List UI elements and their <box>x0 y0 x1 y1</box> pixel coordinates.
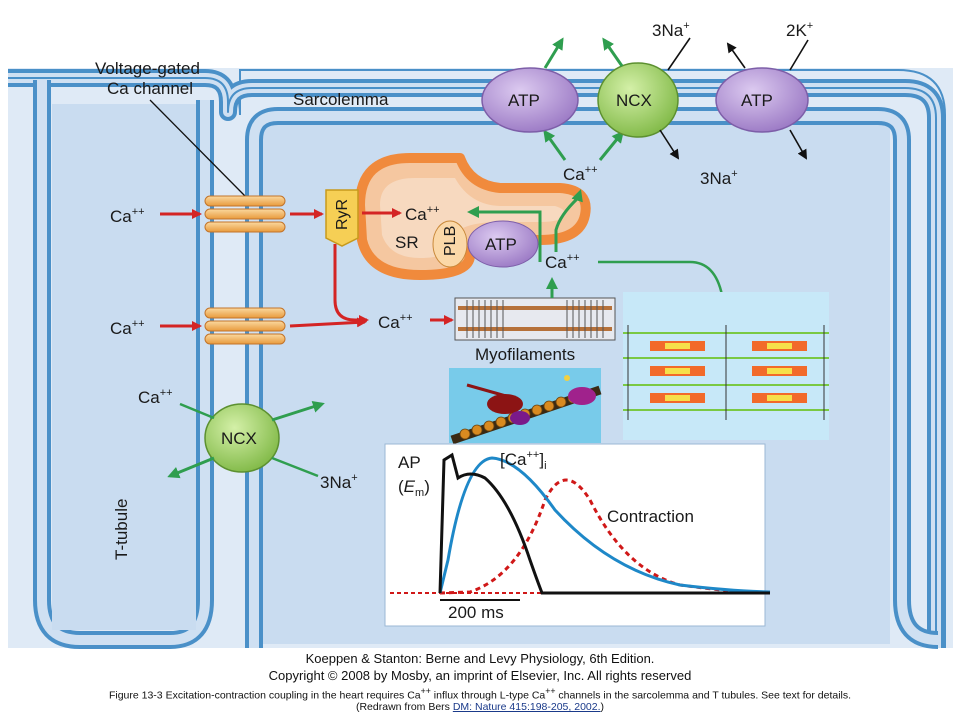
ncx-na-in-arrow <box>659 129 680 160</box>
nak-atp-label: ATP <box>741 91 773 110</box>
credit-line-book: Koeppen & Stanton: Berne and Levy Physio… <box>305 651 655 666</box>
ca-label-ncx-t-tubule: Ca++ <box>138 387 173 407</box>
ncx-t-tubule <box>204 403 280 473</box>
figure-caption-prefix: Figure 13-3 Excitation-contraction coupl… <box>108 689 421 702</box>
serca-atp-label: ATP <box>485 235 517 254</box>
nak-k-in-line <box>789 39 809 71</box>
sr-lumen <box>380 178 565 258</box>
ap-calcium-contraction-graph <box>384 443 771 627</box>
ca-to-ncx-top-arrow <box>598 130 624 161</box>
t-tubule-left-wall <box>33 80 214 649</box>
ca-label-cytosolic-pool: Ca++ <box>545 252 580 272</box>
pmca-out-arrow <box>543 37 564 69</box>
nak-atp <box>715 67 809 133</box>
membrane-double-line <box>8 69 945 648</box>
pmca-atp-label: ATP <box>508 91 540 110</box>
na-label-inside: 3Na+ <box>700 168 738 188</box>
ryr-label: RyR <box>334 199 351 230</box>
na-label-top: 3Na+ <box>652 20 690 40</box>
ncx-t-na-in-line <box>271 456 319 478</box>
credit-line-copyright: Copyright © 2008 by Mosby, an imprint of… <box>268 668 692 683</box>
sr-label: SR <box>395 233 419 252</box>
myofilaments-label: Myofilaments <box>475 345 575 364</box>
ncx-ca-out-arrow <box>602 37 624 67</box>
nak-na-out-arrow <box>726 42 746 69</box>
redrawn-suffix: ) <box>600 701 605 713</box>
ncx-t-ca-out-arrow <box>271 401 325 422</box>
ca-label-sr-release: Ca++ <box>405 204 440 224</box>
figure-caption-suffix: channels in the sarcolemma and T tubules… <box>555 689 852 702</box>
ncx-t-na-out-arrow <box>167 456 215 479</box>
calcium-transient-curve <box>438 456 771 594</box>
ncx-sarcolemma-label: NCX <box>616 91 652 110</box>
redrawn-citation: (Redrawn from Bers DM: Nature 415:198-20… <box>0 701 960 713</box>
myofilaments <box>454 297 616 341</box>
voltage-gated-pointer <box>149 99 246 197</box>
sarcolemma-label: Sarcolemma <box>293 90 389 109</box>
ca-label-entry-upper: Ca++ <box>110 206 145 226</box>
graph-contraction-label: Contraction <box>607 507 694 526</box>
ryr-receptor <box>325 189 359 247</box>
ca-pool-to-sarco-ca-arrow <box>554 189 583 252</box>
ca-pool-to-right-line <box>598 260 724 296</box>
inner-membrane <box>245 107 939 649</box>
serca-atp <box>467 220 539 268</box>
cytoplasm <box>52 104 196 630</box>
ca-channel-upper <box>204 195 286 233</box>
figure-caption-charge-1: ++ <box>420 686 431 696</box>
graph-scale-label: 200 ms <box>448 603 504 622</box>
voltage-gated-label-line2: Ca channel <box>107 79 193 98</box>
ca-to-pmca-arrow <box>543 129 567 161</box>
graph-em-label: (Em) <box>398 477 430 499</box>
voltage-gated-label-line1: Voltage-gated <box>95 59 200 78</box>
ca-label-sarcolemma-pumps: Ca++ <box>563 164 598 184</box>
plb-label: PLB <box>442 226 459 256</box>
pmca-atp <box>481 67 579 133</box>
contraction-curve <box>439 478 771 595</box>
ca-label-cytosol: Ca++ <box>378 312 413 332</box>
ncx-t-ca-in-line <box>179 402 215 420</box>
ca-arrow-lower-to-cytosol <box>289 317 367 328</box>
figure-caption-mid: influx through L-type Ca <box>430 689 546 702</box>
ncx-sarcolemma <box>597 62 679 138</box>
t-tubule-label: T-tubule <box>112 499 131 560</box>
nak-k-in-arrow <box>789 129 807 160</box>
graph-ca-label: [Ca++]i <box>500 449 547 472</box>
ryr-to-cytosol-arrow <box>333 244 369 325</box>
ncx-t-tubule-label: NCX <box>221 429 257 448</box>
na-label-t-tubule: 3Na+ <box>320 472 358 492</box>
actin-troponin-inset <box>449 368 602 445</box>
ncx-na-in-line <box>667 37 691 71</box>
action-potential-curve <box>438 452 770 595</box>
ca-label-entry-lower: Ca++ <box>110 318 145 338</box>
sarcomere-inset <box>623 292 829 440</box>
sr-uptake-arrow <box>467 206 542 262</box>
plb <box>432 220 468 268</box>
citation-link[interactable]: DM: Nature 415:198-205, 2002. <box>452 701 601 713</box>
graph-ap-label: AP <box>398 453 421 472</box>
ca-channel-lower <box>204 307 286 345</box>
figure-caption: Figure 13-3 Excitation-contraction coupl… <box>0 686 960 702</box>
k-label-top: 2K+ <box>786 20 813 40</box>
redrawn-prefix: (Redrawn from Bers <box>355 701 453 713</box>
right-margin <box>953 60 960 650</box>
figure-caption-charge-2: ++ <box>545 686 556 696</box>
